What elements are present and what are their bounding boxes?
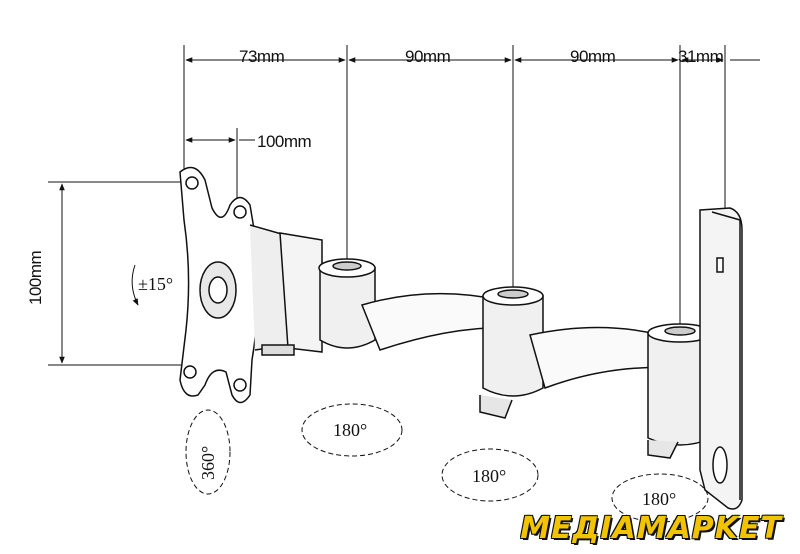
- dim-label-90-b: 90mm: [570, 47, 616, 66]
- dimension-lines: [48, 45, 760, 366]
- dim-label-31: 31mm: [678, 47, 724, 66]
- dim-label-73: 73mm: [239, 47, 285, 66]
- joint-2-label: 180°: [472, 466, 506, 486]
- dim-label-vesa-height: 100mm: [26, 250, 45, 305]
- joint-3-label: 180°: [642, 489, 676, 509]
- tilt-label: ±15°: [138, 274, 173, 294]
- joint-1-label: 180°: [333, 420, 367, 440]
- mount-arm: [318, 258, 713, 459]
- rotation-labels: ±15° 360° 180° 180° 180°: [138, 274, 676, 509]
- wall-plate: [699, 207, 743, 510]
- vesa-plate: [179, 166, 323, 404]
- store-logo: MEДIAMAPKET: [520, 511, 782, 546]
- dim-label-90-a: 90mm: [405, 47, 451, 66]
- dim-label-vesa-width: 100mm: [257, 132, 312, 151]
- dimension-labels: 73mm 90mm 90mm 31mm 100mm 100mm: [26, 47, 724, 305]
- swivel-label: 360°: [198, 446, 218, 480]
- rotation-indicators: [131, 264, 709, 523]
